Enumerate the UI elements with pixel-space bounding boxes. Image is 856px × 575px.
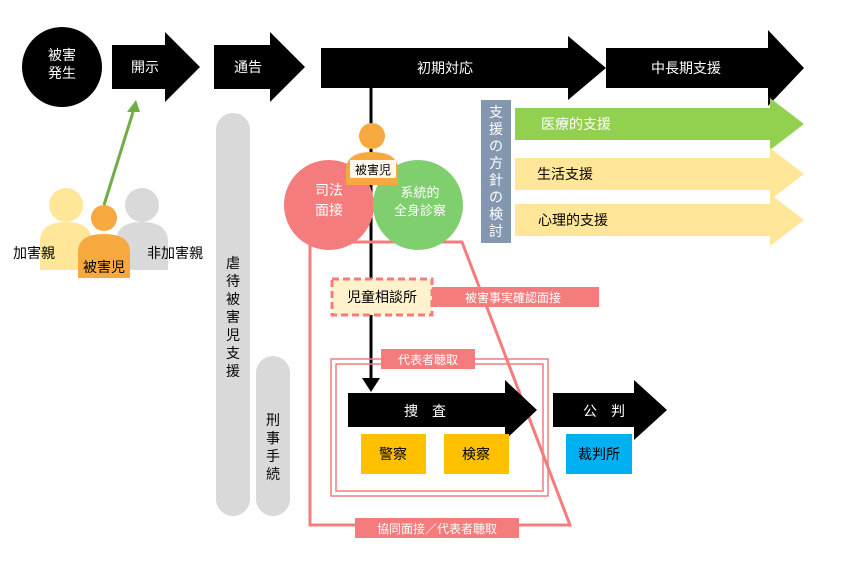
occurrence-node <box>22 27 102 107</box>
psych-support-label: 心理的支援 <box>538 213 608 229</box>
fact-check-tag <box>432 287 599 307</box>
longterm-support-arrow <box>606 30 804 106</box>
consultation-center-label: 児童相談所 <box>347 289 417 306</box>
joint-interview-label: 協同面接／代表者聴取 <box>377 521 497 536</box>
criminal-procedure-pill <box>256 356 290 516</box>
systematic-exam-label: 系統的全身診察 <box>394 185 446 219</box>
disclosure-connector <box>102 111 135 206</box>
victim-top-label: 被害児 <box>355 162 391 177</box>
court-box <box>566 434 632 474</box>
investigation-arrow <box>348 380 537 440</box>
victim-child-label: 被害児 <box>83 260 125 276</box>
initial-response-label: 初期対応 <box>417 60 473 77</box>
police-label: 警察 <box>379 446 407 463</box>
occurrence-label: 被害発生 <box>48 48 76 82</box>
representative-label: 代表者聴取 <box>398 353 458 367</box>
disclosure-label: 開示 <box>131 60 159 76</box>
fact-check-label: 被害事実確認面接 <box>465 290 561 305</box>
victim-top-label-bg <box>350 160 396 178</box>
policy-label: 支援の方針の検討 <box>489 105 503 240</box>
consultation-center-box <box>330 277 434 317</box>
trial-arrow <box>553 380 667 440</box>
nonoffender-parent-label: 非加害親 <box>147 246 203 262</box>
criminal-procedure-label: 刑事手続 <box>266 413 280 483</box>
abuse-support-pill <box>216 113 250 516</box>
medical-support-label: 医療的支援 <box>541 116 611 133</box>
initial-response-arrow <box>321 36 606 100</box>
abuse-support-label: 虐待被害児支援 <box>226 256 240 380</box>
report-arrow <box>214 32 305 102</box>
prosecution-label: 検察 <box>462 446 490 463</box>
court-label: 裁判所 <box>578 447 620 463</box>
prosecution-box <box>444 434 509 474</box>
policy-box <box>481 100 511 243</box>
medical-support-arrow <box>515 98 804 150</box>
victim-child-figure <box>78 205 130 278</box>
representative-tag <box>381 349 475 369</box>
joint-interview-tag <box>355 518 519 538</box>
longterm-support-label: 中長期支援 <box>651 61 721 77</box>
flow-line-arrowhead <box>362 378 380 392</box>
police-box <box>361 434 426 474</box>
disclosure-connector-head <box>127 100 140 112</box>
disclosure-arrow <box>112 32 200 102</box>
report-label: 通告 <box>234 60 262 76</box>
psych-support-arrow <box>515 194 804 246</box>
living-support-label: 生活支援 <box>537 167 593 183</box>
trial-label: 公 判 <box>583 404 625 420</box>
investigation-label: 捜 査 <box>404 404 446 420</box>
judicial-interview-label: 司法面接 <box>315 183 343 219</box>
living-support-arrow <box>515 148 804 200</box>
offender-parent-label: 加害親 <box>13 246 55 262</box>
